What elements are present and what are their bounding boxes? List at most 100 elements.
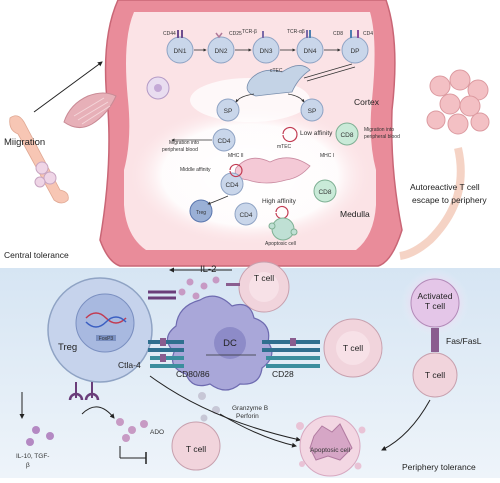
cd8-cell-top [335, 122, 359, 146]
migration-right-line2: peripheral blood [364, 134, 400, 140]
migration-left-line1: Migration into [169, 140, 199, 146]
ado-conversion-arrow [81, 406, 115, 419]
cd8-receptor [350, 30, 352, 38]
cd4-receptor [357, 30, 359, 38]
dn-progression: DN1 DN2 DN3 DN4 DP CD44 CD25 TCR-β TCR-α… [163, 29, 373, 64]
il2-receptor [148, 290, 176, 300]
ctec-label: cTEC [270, 68, 283, 74]
cd4-mid-label: CD4 [225, 182, 238, 189]
tcr-ab-label: TCR-αβ [287, 29, 305, 35]
cell-cluster-right [426, 69, 490, 135]
activated-t-cell [410, 278, 460, 328]
mtec-label: mTEC [277, 144, 292, 150]
treg-thymus-label: Treg [196, 210, 206, 216]
fas-label: Fas/FasL [446, 336, 482, 346]
cd25-receptor [215, 32, 223, 39]
sp-left-label: SP [224, 108, 233, 115]
escape-path [399, 147, 465, 260]
ado-label: ADO [150, 429, 164, 436]
cd80-86-label: CD80/86 [176, 369, 210, 379]
apoptotic-cell-bottom [296, 415, 366, 477]
ctla4-label: Ctla-4 [118, 360, 141, 370]
mhc-i-label: MHC I [320, 153, 334, 159]
cd25-label: CD25 [229, 31, 242, 37]
ctla4-receptors [148, 338, 184, 368]
t-cell-bottom-label: T cell [186, 444, 206, 454]
bone-marrow [9, 115, 69, 204]
low-affinity-arrow [282, 126, 298, 143]
autoreactive-line1: Autoreactive T cell [410, 182, 480, 192]
treg-label: Treg [58, 342, 77, 353]
cd4-cell-top [212, 128, 236, 152]
migration-right-line1: Migration into [364, 127, 394, 133]
fas-receptor [431, 328, 439, 352]
apoptotic-top-label: Apoptosic cell [265, 241, 296, 247]
foxp3-label: FoxP3 [99, 336, 114, 342]
ado-receptors [68, 382, 100, 401]
apoptotic-cell-top [268, 217, 298, 241]
tcr-b-receptor [262, 31, 264, 38]
high-affinity-label: High affinity [262, 198, 297, 205]
medulla-label: Medulla [340, 209, 370, 219]
dn4-label: DN4 [303, 48, 316, 55]
tissue-icon-left [63, 92, 117, 128]
arrow-to-sp-left [235, 93, 255, 103]
migration-left-line2: peripheral blood [162, 147, 198, 153]
arrow-fas-apoptosis [381, 399, 431, 451]
cortex-label: Cortex [354, 97, 380, 107]
mhc-ii-label: MHC II [228, 153, 244, 159]
migration-label: Miigration [4, 137, 45, 148]
tcr-b-label: TCR-β [242, 29, 257, 35]
granzyme-particles [198, 392, 220, 422]
dp-to-ctec-line [303, 63, 353, 79]
cd4-top-label: CD4 [217, 138, 230, 145]
cd28-receptors [262, 338, 320, 368]
il10-line1: IL-10, TGF- [16, 453, 49, 460]
dc-label: DC [223, 338, 237, 349]
il10-particles [26, 426, 54, 446]
dn3-label: DN3 [259, 48, 272, 55]
granzyme-line2: Perforin [236, 413, 259, 420]
ado-particles [116, 418, 148, 442]
dp-label: DP [350, 48, 359, 55]
periphery-tolerance-label: Periphery tolerance [402, 462, 476, 472]
dn1-cell [166, 36, 194, 64]
arrow-treg-apoptosis [149, 375, 301, 442]
tcr-ab-receptor [306, 30, 308, 38]
cd4-cell-mid [220, 172, 244, 196]
cd8-bottom-label: CD8 [318, 189, 331, 196]
t-cell-top-label: T cell [254, 273, 274, 283]
activated-line1: Activated [418, 291, 453, 301]
cd28-label: CD28 [272, 369, 294, 379]
cd4-cell-bottom [234, 202, 258, 226]
apoptotic-bottom-label: Apoptosic cell [310, 447, 351, 454]
t-cell-far-right [412, 352, 458, 398]
cd4-marker-label: CD4 [363, 31, 373, 37]
low-affinity-label: Low affinity [300, 130, 333, 137]
central-tolerance-label: Central tolerance [4, 250, 69, 260]
sp-cell-left [216, 98, 240, 122]
sp-right-label: SP [308, 108, 317, 115]
cd44-receptor [177, 30, 179, 38]
t-cell-right-label: T cell [343, 343, 363, 353]
treg-cell-thymus [189, 199, 213, 223]
granzyme-line1: Granzyme B [232, 405, 268, 412]
middle-affinity-label: Middle affinity [180, 167, 211, 173]
t-cell-far-right-label: T cell [425, 370, 445, 380]
autoreactive-line2: escape to periphery [412, 195, 487, 205]
dna-icon [85, 312, 127, 324]
t-cell-bottom [171, 421, 221, 471]
dp-cell [341, 36, 369, 64]
dn2-cell [207, 36, 235, 64]
il2-label: IL-2 [200, 264, 216, 275]
mtec: mTEC [234, 144, 311, 184]
migration-arrow [33, 61, 103, 113]
cd8-marker-label: CD8 [333, 31, 343, 37]
dn1-label: DN1 [173, 48, 186, 55]
ctec: cTEC [246, 65, 311, 97]
cd8-cell-bottom [313, 179, 337, 203]
dn3-cell [252, 36, 280, 64]
cd8-top-label: CD8 [340, 132, 353, 139]
